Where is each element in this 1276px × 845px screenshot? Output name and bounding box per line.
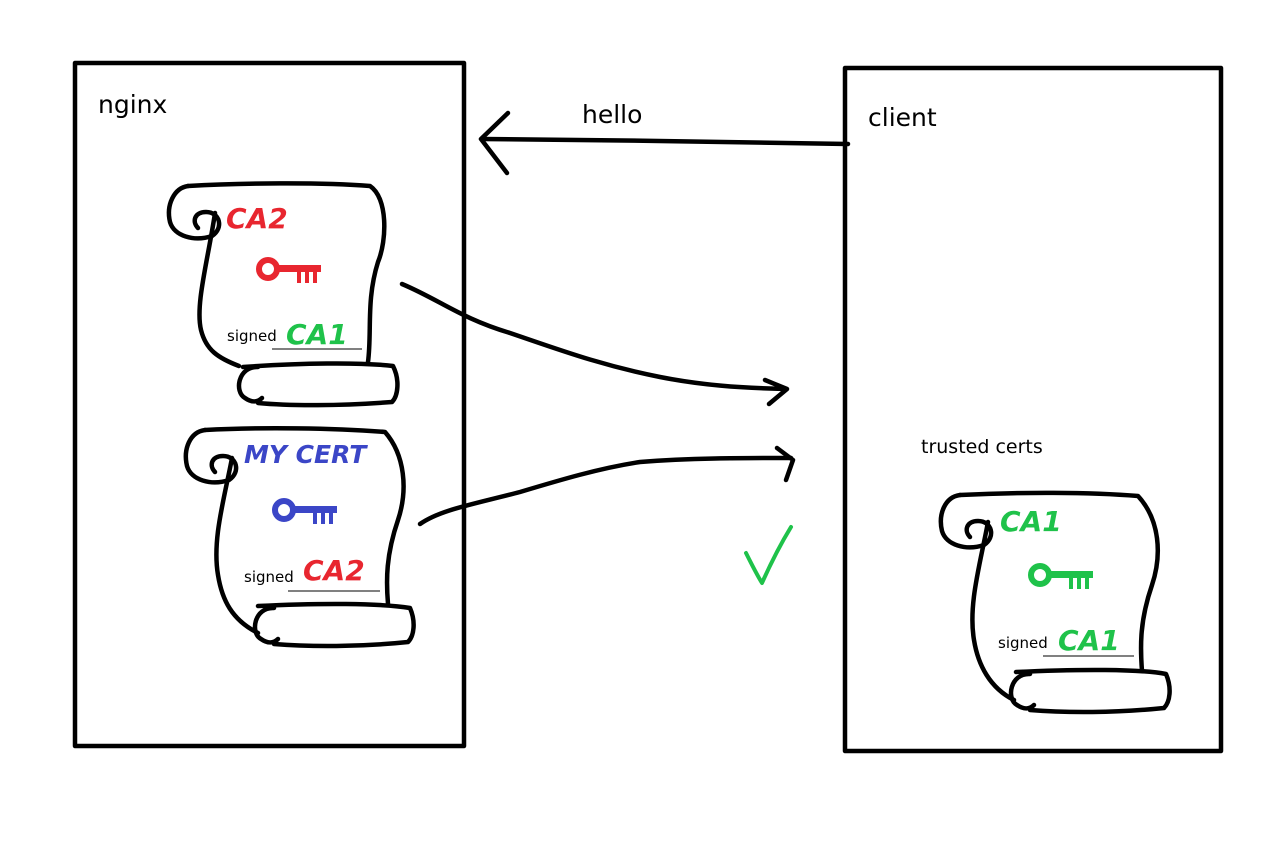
cert-trusted-ca1: CA1 signed CA1 <box>938 490 1172 715</box>
ca2-send-arrow <box>399 281 790 407</box>
key-icon-green <box>1028 563 1093 589</box>
hello-arrow: hello <box>478 100 851 176</box>
mycert-signer: CA2 <box>303 554 365 587</box>
mycert-title: MY CERT <box>244 440 368 469</box>
trusted-ca1-signed-label: signed <box>998 634 1048 652</box>
mycert-send-arrow <box>417 445 796 527</box>
trusted-ca1-signer: CA1 <box>1058 624 1120 657</box>
ca2-signed-label: signed <box>227 327 277 345</box>
nginx-label: nginx <box>98 90 167 119</box>
cert-mycert: MY CERT signed CA2 <box>183 426 416 649</box>
client-label: client <box>868 103 937 132</box>
client-box: client trusted certs <box>842 65 1224 754</box>
key-icon-red <box>256 257 321 283</box>
ca2-cert-title: CA2 <box>226 202 288 235</box>
nginx-box: nginx <box>72 60 467 749</box>
mycert-signed-label: signed <box>244 568 294 586</box>
checkmark-icon <box>744 525 793 585</box>
key-icon-blue <box>272 498 337 524</box>
ca2-signer: CA1 <box>286 318 348 351</box>
cert-ca2: CA2 signed CA1 <box>166 181 400 408</box>
hello-label: hello <box>582 100 642 129</box>
trusted-ca1-title: CA1 <box>1000 505 1062 538</box>
trusted-certs-label: trusted certs <box>921 436 1043 458</box>
